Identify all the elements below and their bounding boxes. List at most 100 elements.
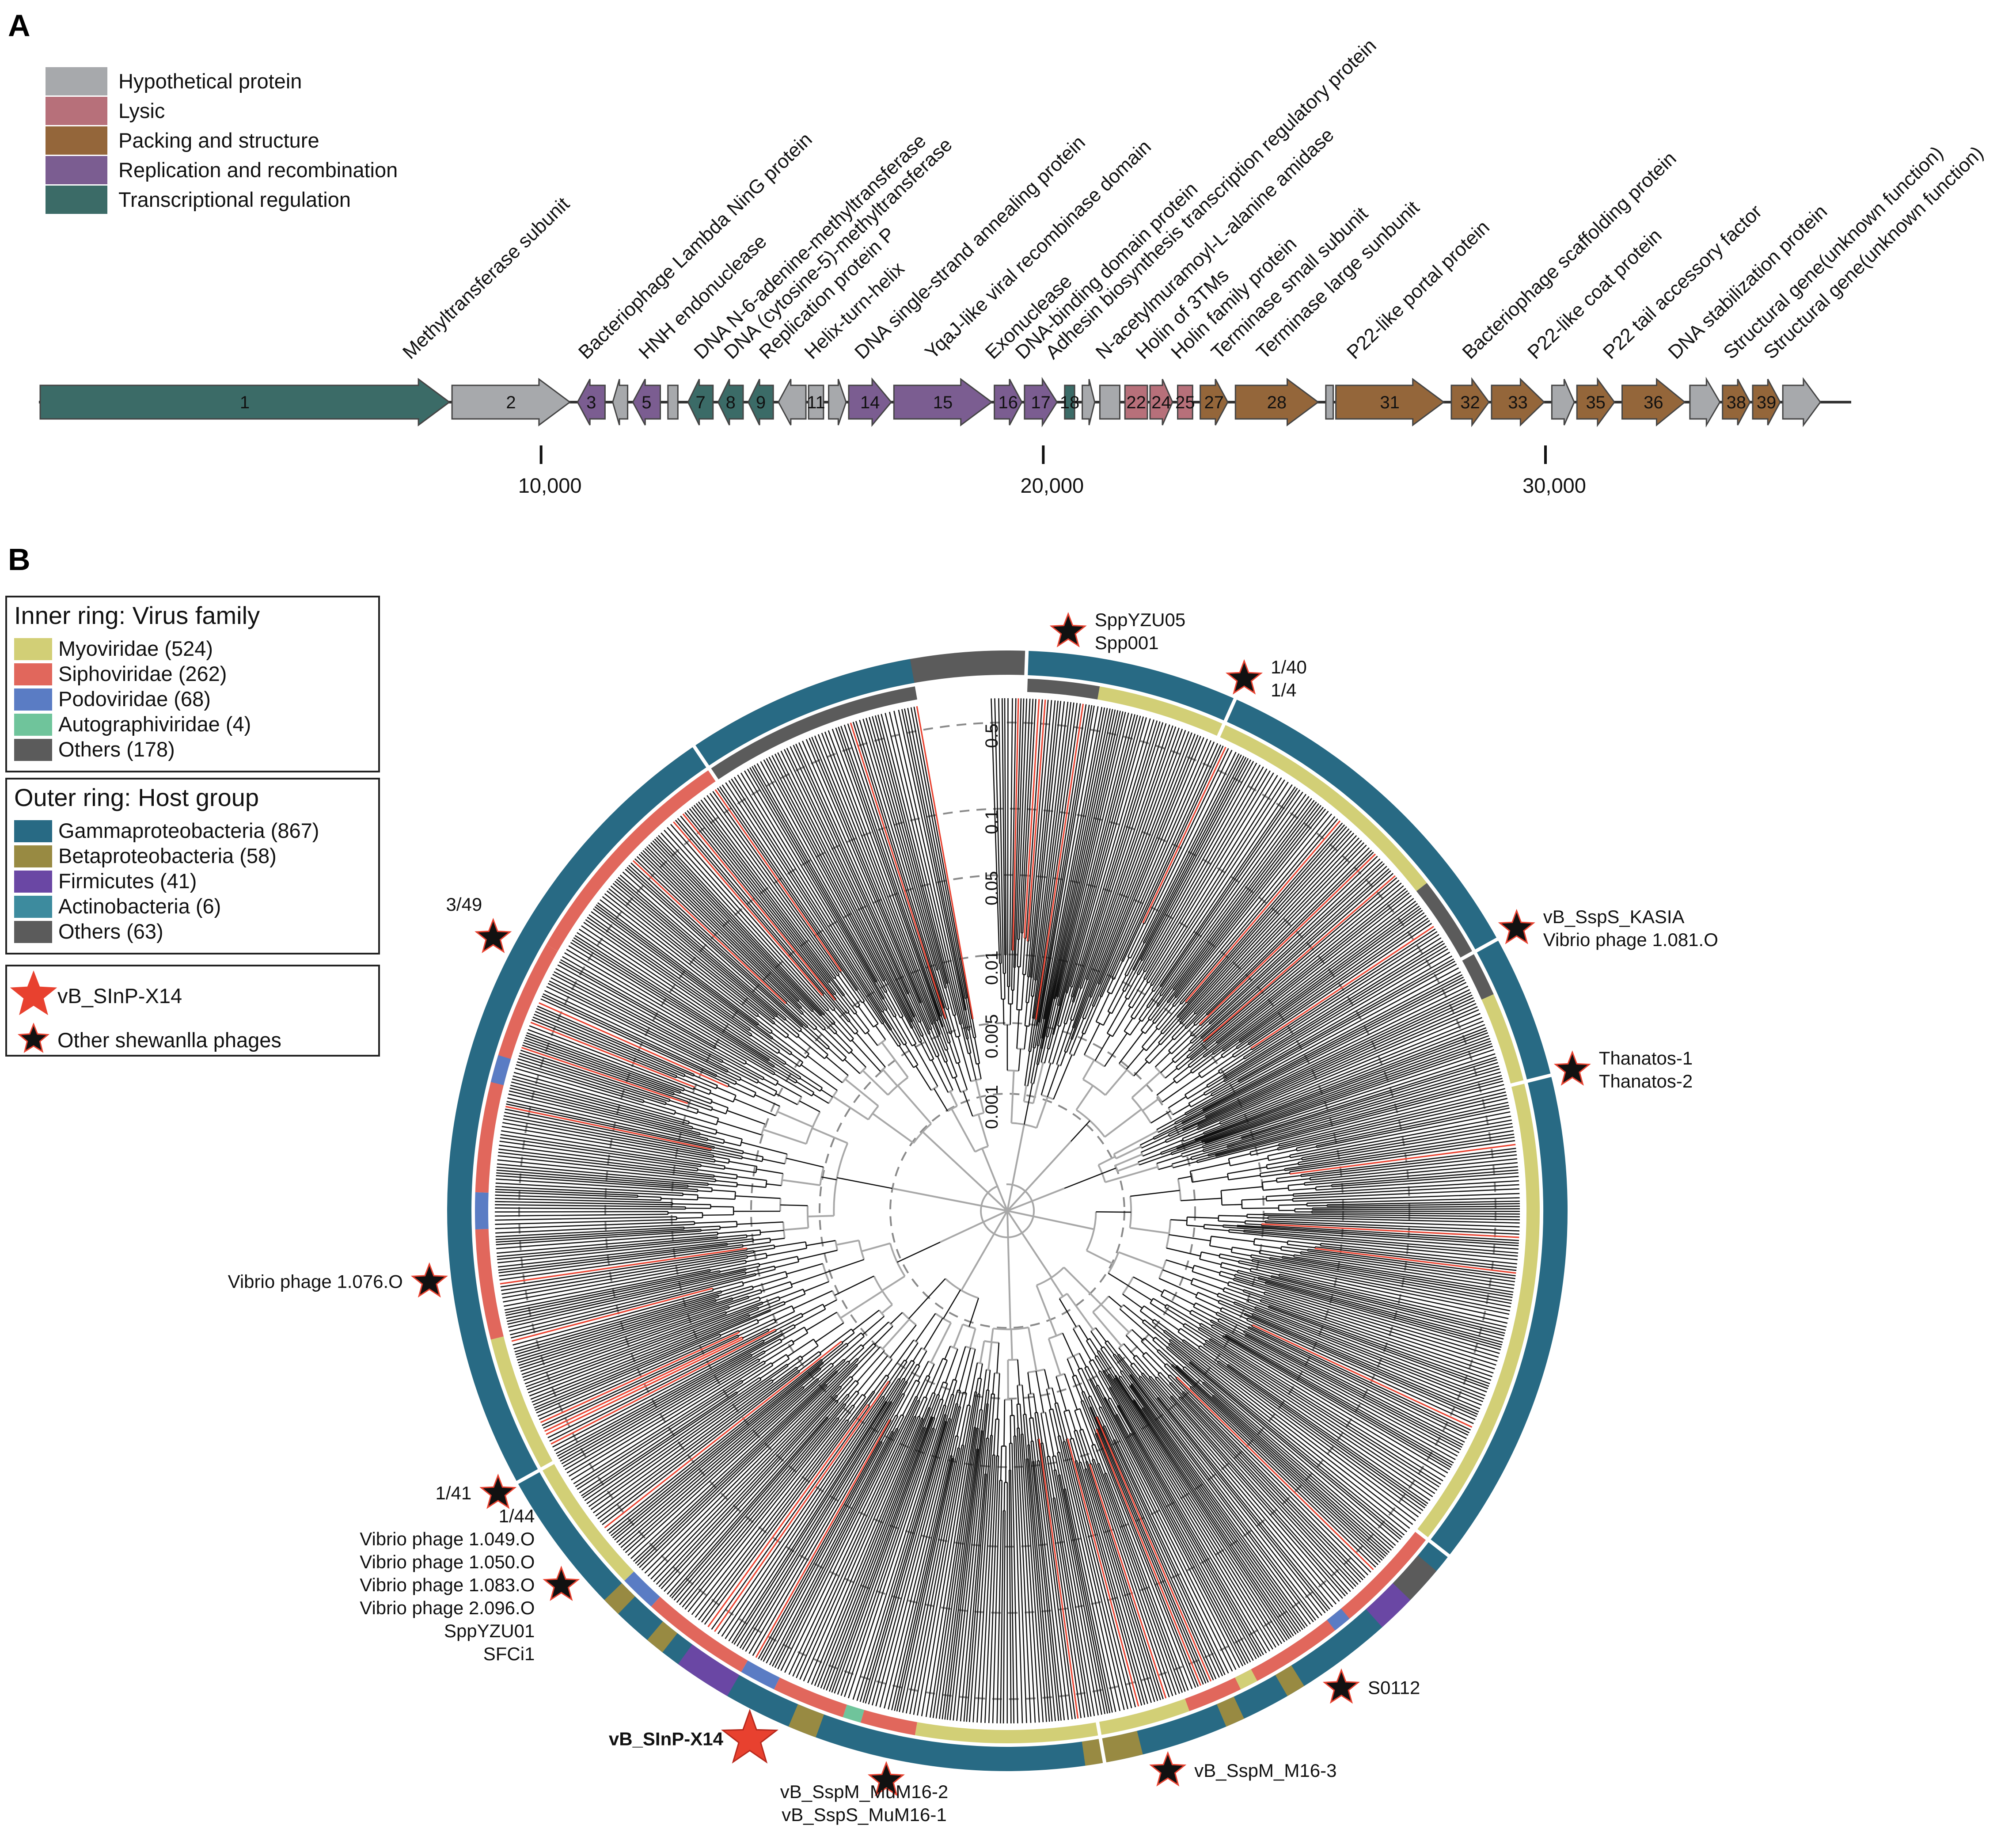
- marker-legend-box: [5, 965, 380, 1057]
- branches: [494, 698, 1520, 1724]
- annotation-rings: [447, 649, 1568, 1772]
- inner-ring-segment: [651, 1597, 748, 1672]
- distance-scale-label: 0.001: [982, 1085, 1002, 1129]
- distance-scale-label: 0.01: [982, 951, 1002, 985]
- red-star-icon: [721, 1708, 779, 1764]
- black-star-icon: [1498, 909, 1535, 944]
- gene-arrow: [1335, 378, 1445, 426]
- ring-gap: [691, 744, 720, 783]
- ring-gap: [1095, 1720, 1107, 1765]
- phage-label: Vibrio phage 1.050.O: [360, 1552, 535, 1572]
- inner-ring-segment: [546, 769, 717, 951]
- gene-annotation-label: Structural gene(unknown function): [1720, 142, 1948, 363]
- gene-number: 2: [506, 393, 516, 412]
- shewanella-phage-markers: SppYZU05Spp0011/401/4vB_SspS_KASIAVibrio…: [228, 609, 1718, 1825]
- gene-number: 31: [1380, 393, 1400, 412]
- inner-ring-segment: [475, 1229, 504, 1340]
- gene-arrow: [1450, 377, 1490, 427]
- phage-label: Vibrio phage 1.049.O: [360, 1529, 535, 1549]
- gene-arrow: [1177, 384, 1193, 420]
- gene-arrow: [1149, 379, 1173, 426]
- gene-number: 38: [1727, 393, 1746, 412]
- outer-ring-segment: [1082, 1731, 1143, 1766]
- phage-label: 1/44: [499, 1506, 535, 1526]
- inner-ring-segment: [624, 1571, 660, 1607]
- inner-ring-segment: [1185, 1530, 1427, 1711]
- distance-circle: [750, 954, 1264, 1468]
- gene-number: 18: [1060, 393, 1080, 412]
- legend-label: Others (178): [58, 738, 175, 761]
- gene-number: 17: [1031, 393, 1051, 412]
- legend-swatch: [14, 896, 52, 918]
- gene-arrow: [632, 379, 661, 426]
- panel-a-label: A: [8, 8, 30, 43]
- outer-ring-legend: Outer ring: Host group Gammaproteobacter…: [5, 778, 380, 955]
- phage-label: 1/41: [436, 1483, 472, 1503]
- gene-number: 22: [1126, 393, 1146, 412]
- black-star-icon: [1553, 1050, 1591, 1086]
- gene-arrow: [612, 379, 629, 426]
- phage-label: 3/49: [446, 894, 482, 915]
- legend-swatch: [46, 126, 107, 155]
- legend-label: Transcriptional regulation: [118, 188, 351, 211]
- legend-swatch: [46, 97, 107, 125]
- phage-label: Vibrio phage 1.083.O: [360, 1574, 535, 1595]
- legend-label: Betaproteobacteria (58): [58, 844, 277, 867]
- phage-label: vB_SspS_MuM16-1: [782, 1804, 947, 1825]
- gene-arrow: [748, 379, 774, 426]
- inner-ring-segment: [915, 1699, 1190, 1743]
- legend-label: Firmicutes (41): [58, 869, 197, 893]
- distance-scale-label: 0.5: [982, 723, 1002, 748]
- outer-ring-segment: [1217, 1696, 1244, 1727]
- legend-label: Podoviridae (68): [58, 687, 211, 711]
- inner-ring-segment: [774, 1677, 847, 1717]
- legend-label: Others (63): [58, 920, 163, 943]
- inner-ring-segment: [860, 1710, 917, 1735]
- inner-ring-legend: Inner ring: Virus family Myoviridae (524…: [5, 596, 380, 772]
- inner-ring-segment: [1025, 678, 1100, 700]
- inner-ring-segment: [741, 1660, 780, 1689]
- gene-arrow: [893, 378, 993, 426]
- gene-arrow: [687, 379, 714, 426]
- legend-swatch: [14, 688, 52, 711]
- gene-arrow: [828, 379, 847, 426]
- ring-gap: [1509, 1073, 1553, 1088]
- gene-number: 1: [240, 393, 250, 412]
- distance-circle: [889, 1093, 1125, 1329]
- black-star-icon: [479, 1473, 517, 1509]
- gene-arrow: [1325, 384, 1334, 420]
- gene-arrow: [1124, 384, 1148, 420]
- panel-b: B Inner ring: Virus family Myoviridae (5…: [5, 542, 1718, 1825]
- phage-label: SFCi1: [483, 1643, 535, 1664]
- outer-ring-segment: [604, 1583, 635, 1614]
- ring-gap: [1414, 1528, 1451, 1559]
- inner-ring-segment: [710, 686, 917, 780]
- legend-label: Myoviridae (524): [58, 637, 213, 660]
- gene-number: 3: [586, 393, 596, 412]
- inner-ring-segment: [1416, 994, 1540, 1539]
- gene-arrow: [1576, 377, 1615, 427]
- black-star-icon: [1225, 659, 1263, 695]
- black-star-icon: [543, 1565, 580, 1601]
- inner-ring-segment: [475, 944, 558, 1193]
- gene-number: 11: [807, 393, 825, 412]
- inner-ring-segment: [843, 1704, 865, 1723]
- legend-swatch: [14, 820, 52, 842]
- gene-arrow: [1722, 379, 1751, 426]
- outer-legend-box: [5, 778, 380, 955]
- legend-swatch: [46, 67, 107, 95]
- gene-number: 24: [1151, 393, 1171, 412]
- gene-number: 39: [1757, 393, 1777, 412]
- inner-ring-segment: [1327, 1609, 1350, 1631]
- legend-swatch: [46, 156, 107, 184]
- outer-ring-segment: [1393, 1555, 1437, 1600]
- phage-label: Spp001: [1095, 632, 1159, 653]
- gene-arrow: [1082, 379, 1096, 426]
